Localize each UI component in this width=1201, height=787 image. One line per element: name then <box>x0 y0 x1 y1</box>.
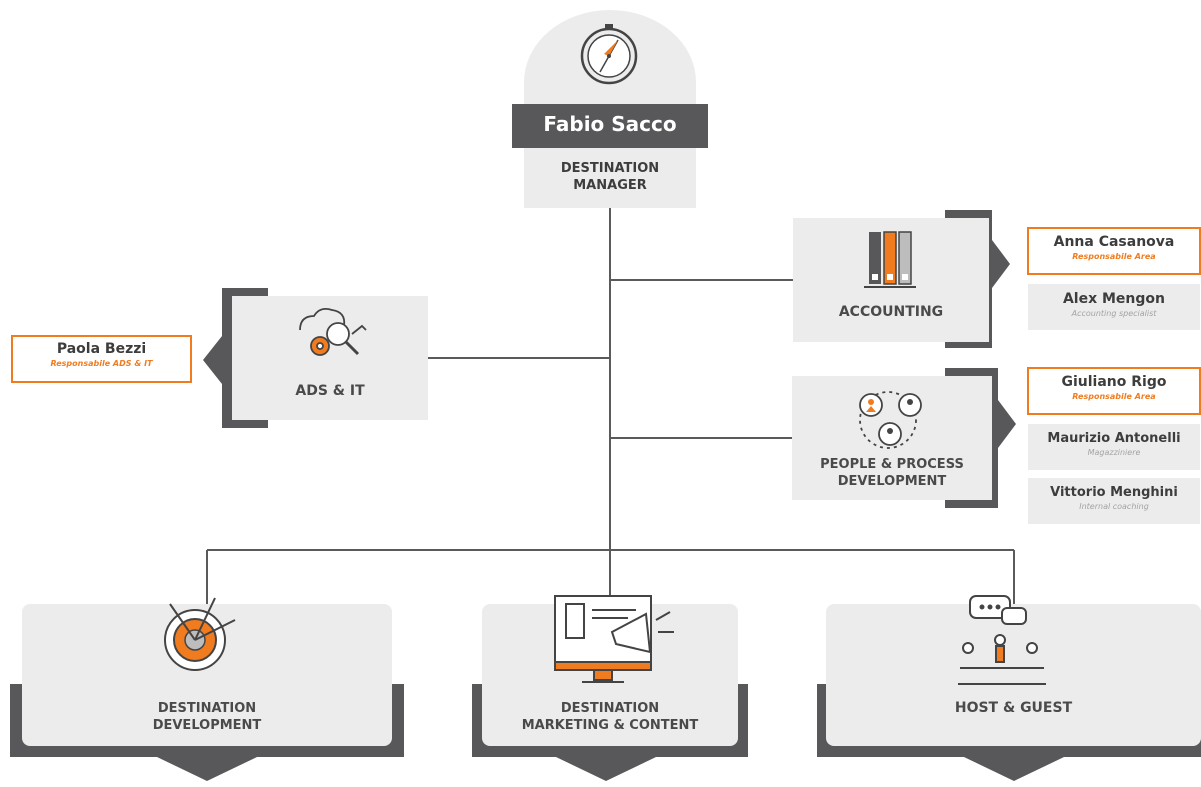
person-role: Responsabile Area <box>1072 252 1156 261</box>
destination-marketing-label: DESTINATION MARKETING & CONTENT <box>482 700 738 734</box>
destination-development-line1: DESTINATION <box>157 701 257 716</box>
person-role: Accounting specialist <box>1071 309 1157 318</box>
destination-marketing-line1: DESTINATION <box>560 701 660 716</box>
manager-title-line1: DESTINATION <box>560 161 660 176</box>
person-alex: Alex Mengon Accounting specialist <box>1028 291 1200 318</box>
destination-development-line2: DEVELOPMENT <box>152 718 262 733</box>
person-role: Magazziniere <box>1087 448 1141 457</box>
person-role: Responsabile Area <box>1072 392 1156 401</box>
person-role: Responsabile ADS & IT <box>50 359 153 368</box>
accounting-card <box>793 210 1010 348</box>
person-name: Paola Bezzi <box>56 341 147 357</box>
person-maurizio: Maurizio Antonelli Magazziniere <box>1028 431 1200 457</box>
people-process-label-line2: DEVELOPMENT <box>837 474 947 489</box>
person-role: Internal coaching <box>1079 502 1149 511</box>
person-paola: Paola Bezzi Responsabile ADS & IT <box>12 341 191 368</box>
person-name: Anna Casanova <box>1053 234 1175 250</box>
meeting-icon <box>958 595 1046 685</box>
team-icon <box>859 391 922 449</box>
manager-card <box>512 10 708 208</box>
people-cards <box>11 227 1201 524</box>
connector-lines <box>206 208 1015 604</box>
person-giuliano: Giuliano Rigo Responsabile Area <box>1028 374 1200 401</box>
person-name: Giuliano Rigo <box>1061 374 1167 390</box>
ads-it-card <box>203 288 428 428</box>
gear-search-icon <box>299 307 367 356</box>
monitor-megaphone-icon <box>554 595 674 683</box>
person-anna: Anna Casanova Responsabile Area <box>1028 234 1200 261</box>
compass-icon <box>580 24 638 85</box>
manager-title: DESTINATION MANAGER <box>524 160 696 194</box>
manager-title-line2: MANAGER <box>573 178 647 193</box>
manager-name: Fabio Sacco <box>543 112 677 136</box>
host-guest-card <box>817 604 1201 781</box>
host-guest-label: HOST & GUEST <box>954 700 1073 716</box>
person-name: Alex Mengon <box>1062 291 1166 307</box>
person-vittorio: Vittorio Menghini Internal coaching <box>1028 485 1200 511</box>
people-process-label-line1: PEOPLE & PROCESS <box>820 457 964 472</box>
accounting-label: ACCOUNTING <box>838 304 944 320</box>
binders-icon <box>864 231 916 288</box>
person-name: Vittorio Menghini <box>1050 485 1178 500</box>
target-icon <box>164 597 236 671</box>
destination-development-card <box>10 604 404 781</box>
person-name: Maurizio Antonelli <box>1047 431 1181 446</box>
people-process-label: PEOPLE & PROCESS DEVELOPMENT <box>792 456 992 490</box>
ads-it-label: ADS & IT <box>295 383 365 399</box>
destination-development-label: DESTINATION DEVELOPMENT <box>22 700 392 734</box>
destination-marketing-line2: MARKETING & CONTENT <box>521 718 699 733</box>
